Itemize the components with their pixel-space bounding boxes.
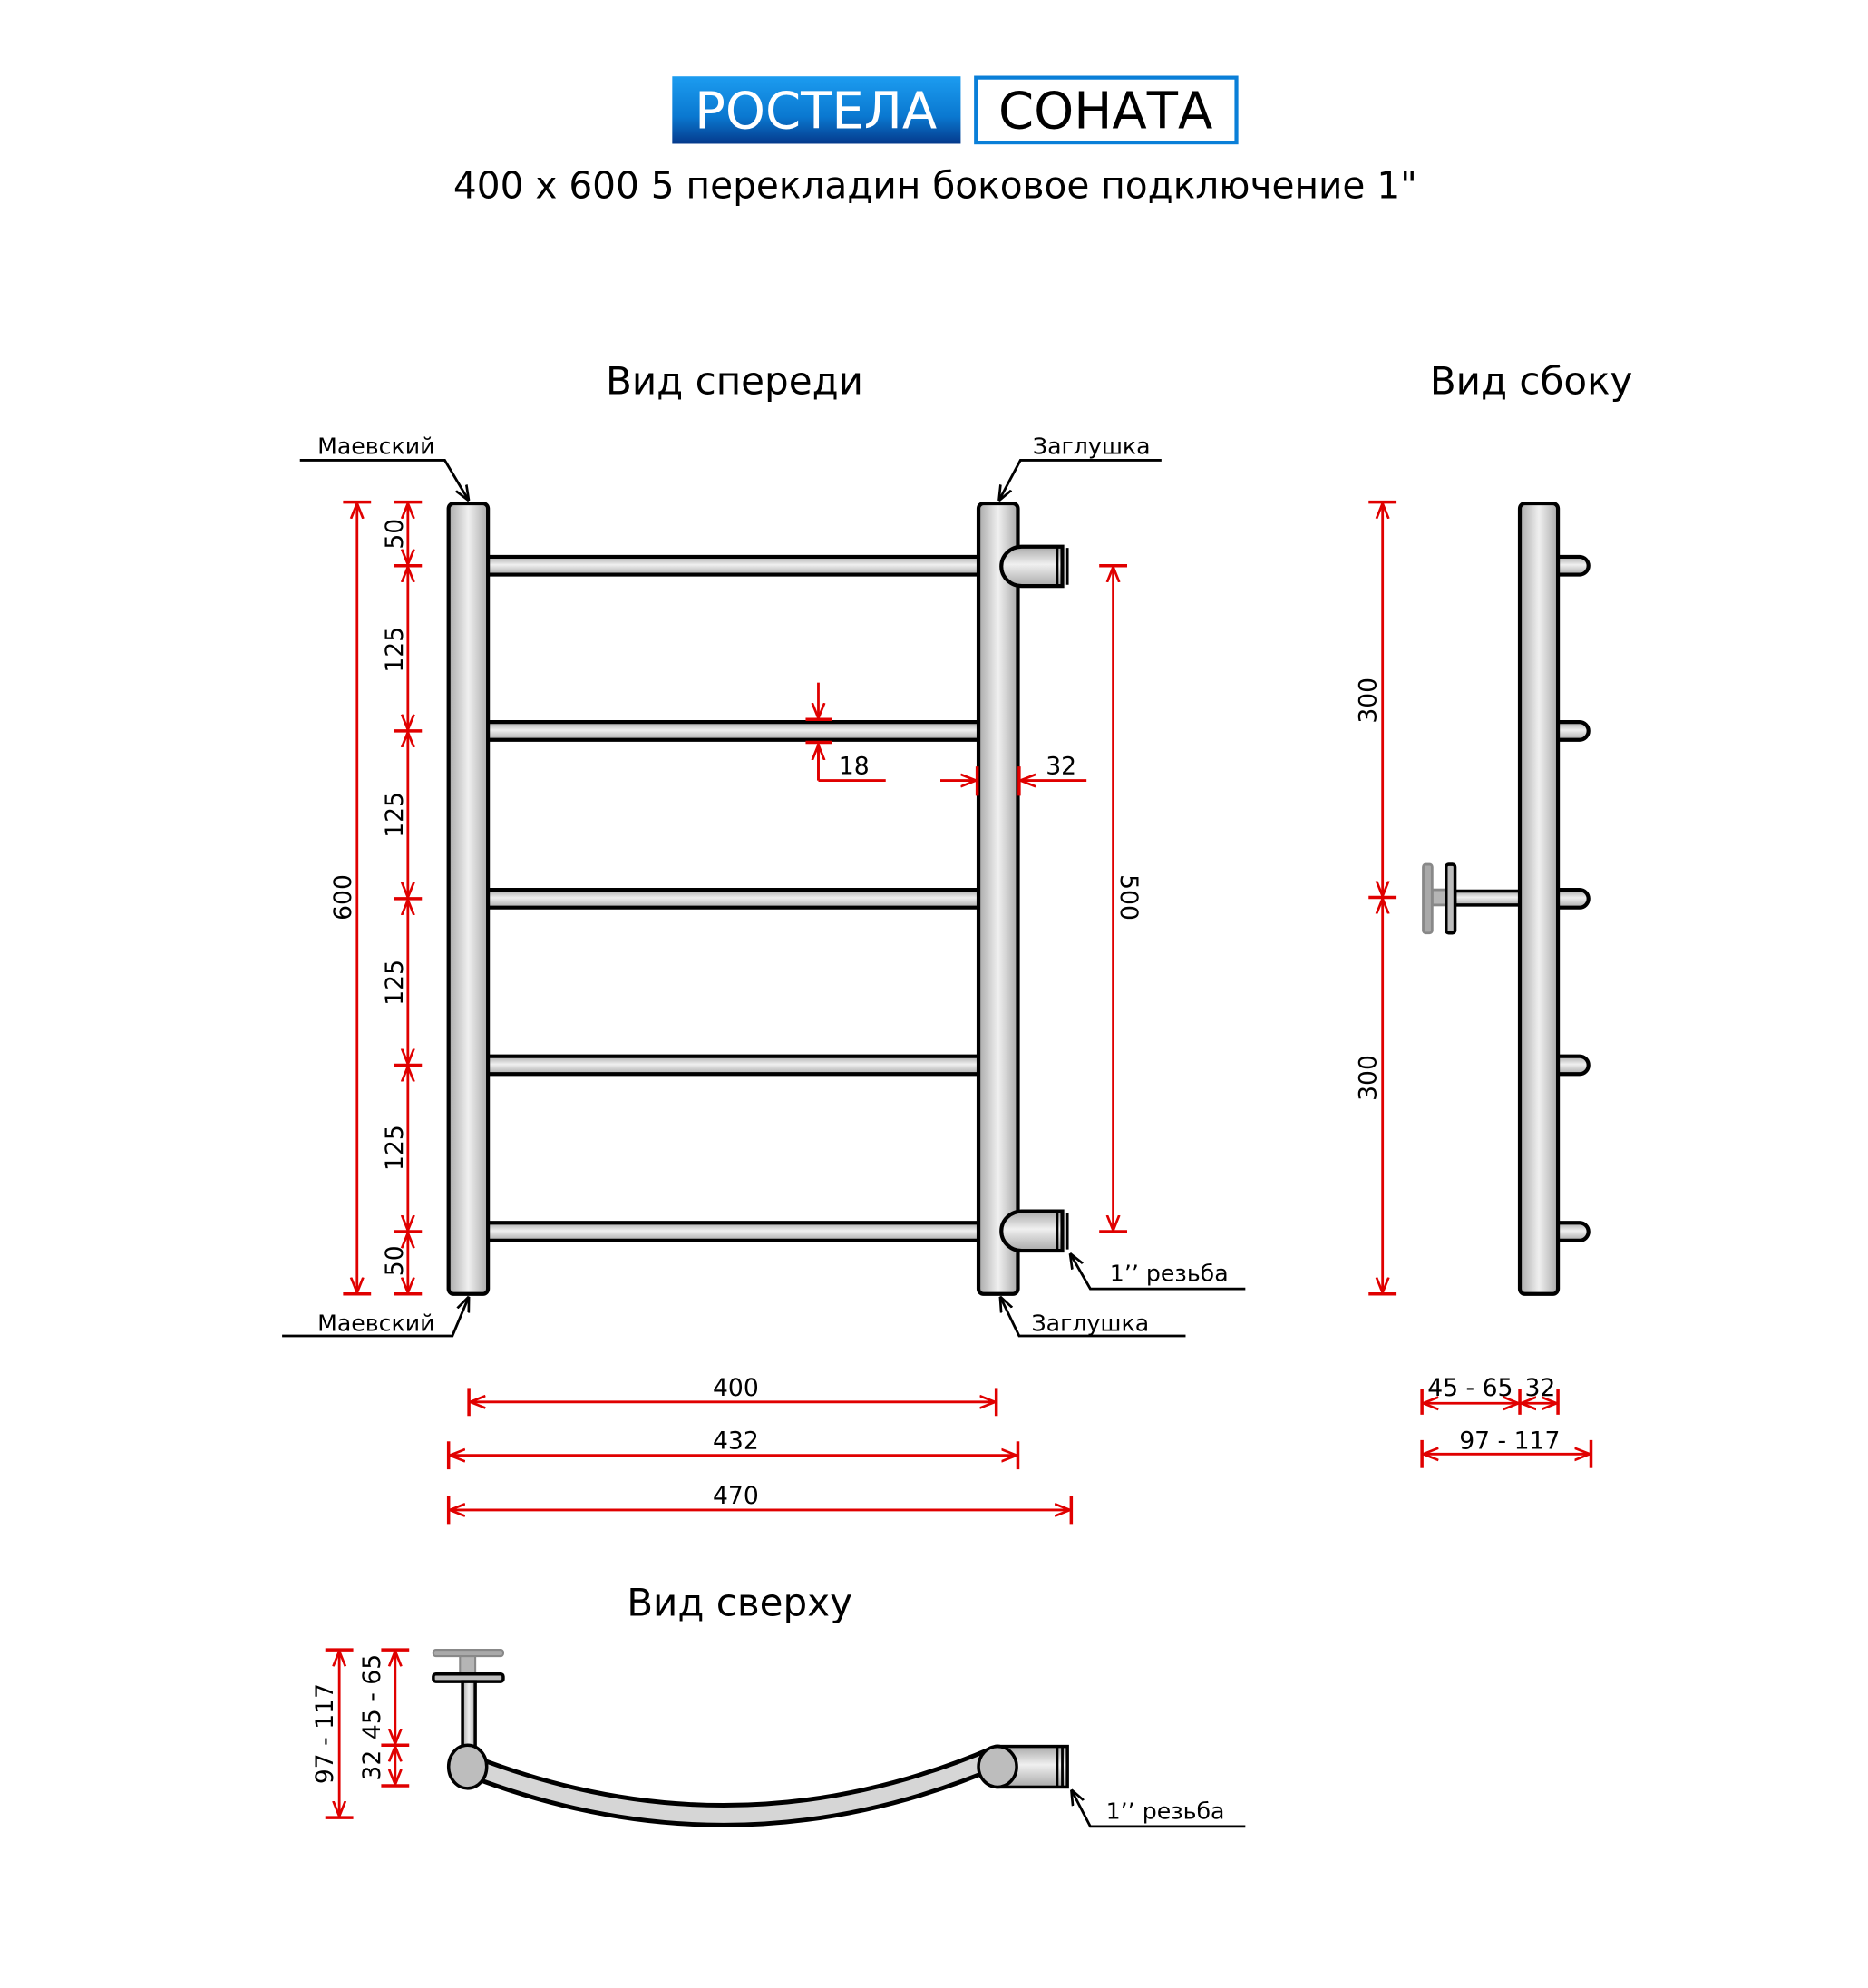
dimension-label: 432 — [713, 1428, 759, 1456]
dim-width-axis: 400 — [467, 1374, 998, 1417]
dimension-label: 18 — [839, 753, 870, 781]
left-post-section — [446, 1743, 489, 1790]
dimension-label: 500 — [1114, 874, 1143, 921]
leader-bottom-left — [282, 1297, 469, 1338]
leader-top-right — [998, 459, 1162, 501]
dimension-label: 125 — [381, 627, 409, 673]
model-name: СОНАТА — [998, 83, 1212, 141]
model-badge — [974, 75, 1239, 145]
dimension-label: 400 — [713, 1374, 759, 1402]
rails — [477, 554, 989, 1242]
leader-top-left — [299, 459, 469, 501]
dimension-label: 45 - 65 — [358, 1654, 386, 1740]
dimension-label: 125 — [381, 960, 409, 1006]
rail — [477, 554, 989, 577]
brand-badge — [672, 76, 961, 144]
dimension-label: 300 — [1355, 677, 1383, 724]
rail — [477, 1221, 989, 1242]
side-stubs — [1553, 554, 1591, 1242]
dimension-label: 600 — [329, 874, 357, 921]
curved-rail-fill — [470, 1749, 1001, 1823]
dimension-label: 300 — [1355, 1055, 1383, 1101]
dim-side-depth: 45 - 65 32 97 - 117 — [1420, 1374, 1593, 1468]
label-thread-top: 1’’ резьба — [1106, 1798, 1225, 1824]
rail — [477, 887, 989, 910]
brand-name: РОСТЕЛА — [695, 83, 937, 141]
dim-connection-distance: 500 — [1099, 563, 1143, 1233]
dimension-label: 32 — [1046, 753, 1076, 781]
wall-bracket-side — [1422, 862, 1523, 935]
label-mayevsky-bottom: Маевский — [317, 1310, 434, 1336]
label-thread-front: 1’’ резьба — [1110, 1261, 1229, 1287]
side-post — [1517, 501, 1561, 1296]
thread-fitting-top — [977, 1744, 1069, 1789]
right-post — [976, 501, 1020, 1296]
dimension-label: 50 — [381, 519, 409, 550]
dim-top-depth: 97 - 117 45 - 65 32 — [311, 1648, 410, 1819]
wall-bracket-top — [432, 1649, 505, 1753]
dim-rail-spacing: 50 125 125 125 125 50 — [381, 500, 423, 1296]
dimension-label: 45 - 65 — [1427, 1374, 1513, 1402]
dimension-label: 50 — [381, 1245, 409, 1276]
leader-thread-top — [1071, 1789, 1246, 1828]
left-post — [446, 501, 491, 1296]
side-view-title: Вид сбоку — [1430, 359, 1633, 404]
rail — [477, 1054, 989, 1077]
dim-rail-diameter: 18 — [805, 682, 886, 782]
dimension-label: 97 - 117 — [1459, 1428, 1560, 1456]
dimension-label: 125 — [381, 792, 409, 838]
rail — [477, 720, 989, 742]
dim-width-outer: 432 — [446, 1428, 1020, 1470]
dimension-label: 97 - 117 — [311, 1683, 339, 1784]
dim-post-diameter: 32 — [940, 753, 1087, 796]
dimension-label: 32 — [358, 1750, 386, 1781]
dimension-label: 470 — [713, 1482, 759, 1510]
dimension-label: 32 — [1525, 1374, 1556, 1402]
dim-width-total: 470 — [446, 1482, 1074, 1525]
leader-bottom-right — [1000, 1297, 1186, 1338]
dim-total-height: 600 — [329, 500, 372, 1296]
front-view-title: Вид спереди — [606, 359, 863, 404]
top-view-title: Вид сверху — [627, 1580, 852, 1624]
dimension-label: 125 — [381, 1125, 409, 1171]
dim-side-height: 300 300 — [1355, 500, 1397, 1296]
leader-thread — [1070, 1253, 1246, 1291]
bottom-connection-fitting — [999, 1209, 1069, 1253]
label-mayevsky-top: Маевский — [317, 433, 434, 459]
subtitle: 400 x 600 5 перекладин боковое подключен… — [453, 164, 1417, 208]
label-plug-bottom: Заглушка — [1032, 1310, 1150, 1336]
label-plug-top: Заглушка — [1033, 433, 1151, 459]
top-connection-fitting — [999, 544, 1069, 589]
